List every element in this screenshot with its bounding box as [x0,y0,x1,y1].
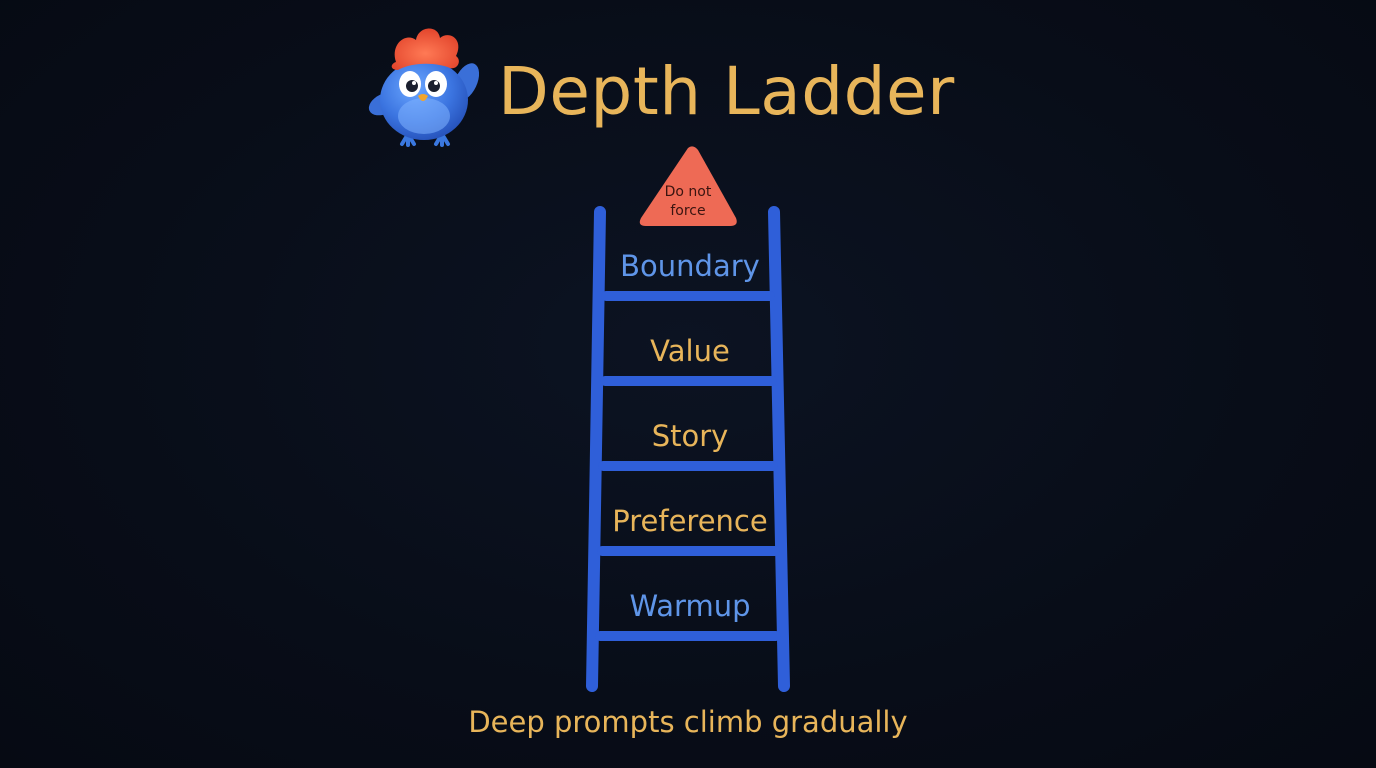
step-label-preference: Preference [612,504,768,538]
ladder-right-rail [768,206,790,692]
diagram-title: Depth Ladder [498,53,955,130]
step-label-boundary: Boundary [620,249,760,283]
warning-triangle-icon [639,146,737,226]
warning-line-2: force [670,203,706,219]
diagram-caption: Deep prompts climb gradually [468,705,908,739]
step-label-story: Story [651,419,729,453]
ladder-left-rail [586,206,606,692]
step-label-warmup: Warmup [629,589,751,623]
blue-bird-mascot-icon [368,28,480,147]
warning-label: Do not force [646,183,730,221]
ladder-graphic [586,146,790,692]
step-label-value: Value [650,334,730,368]
warning-line-1: Do not [664,184,712,200]
